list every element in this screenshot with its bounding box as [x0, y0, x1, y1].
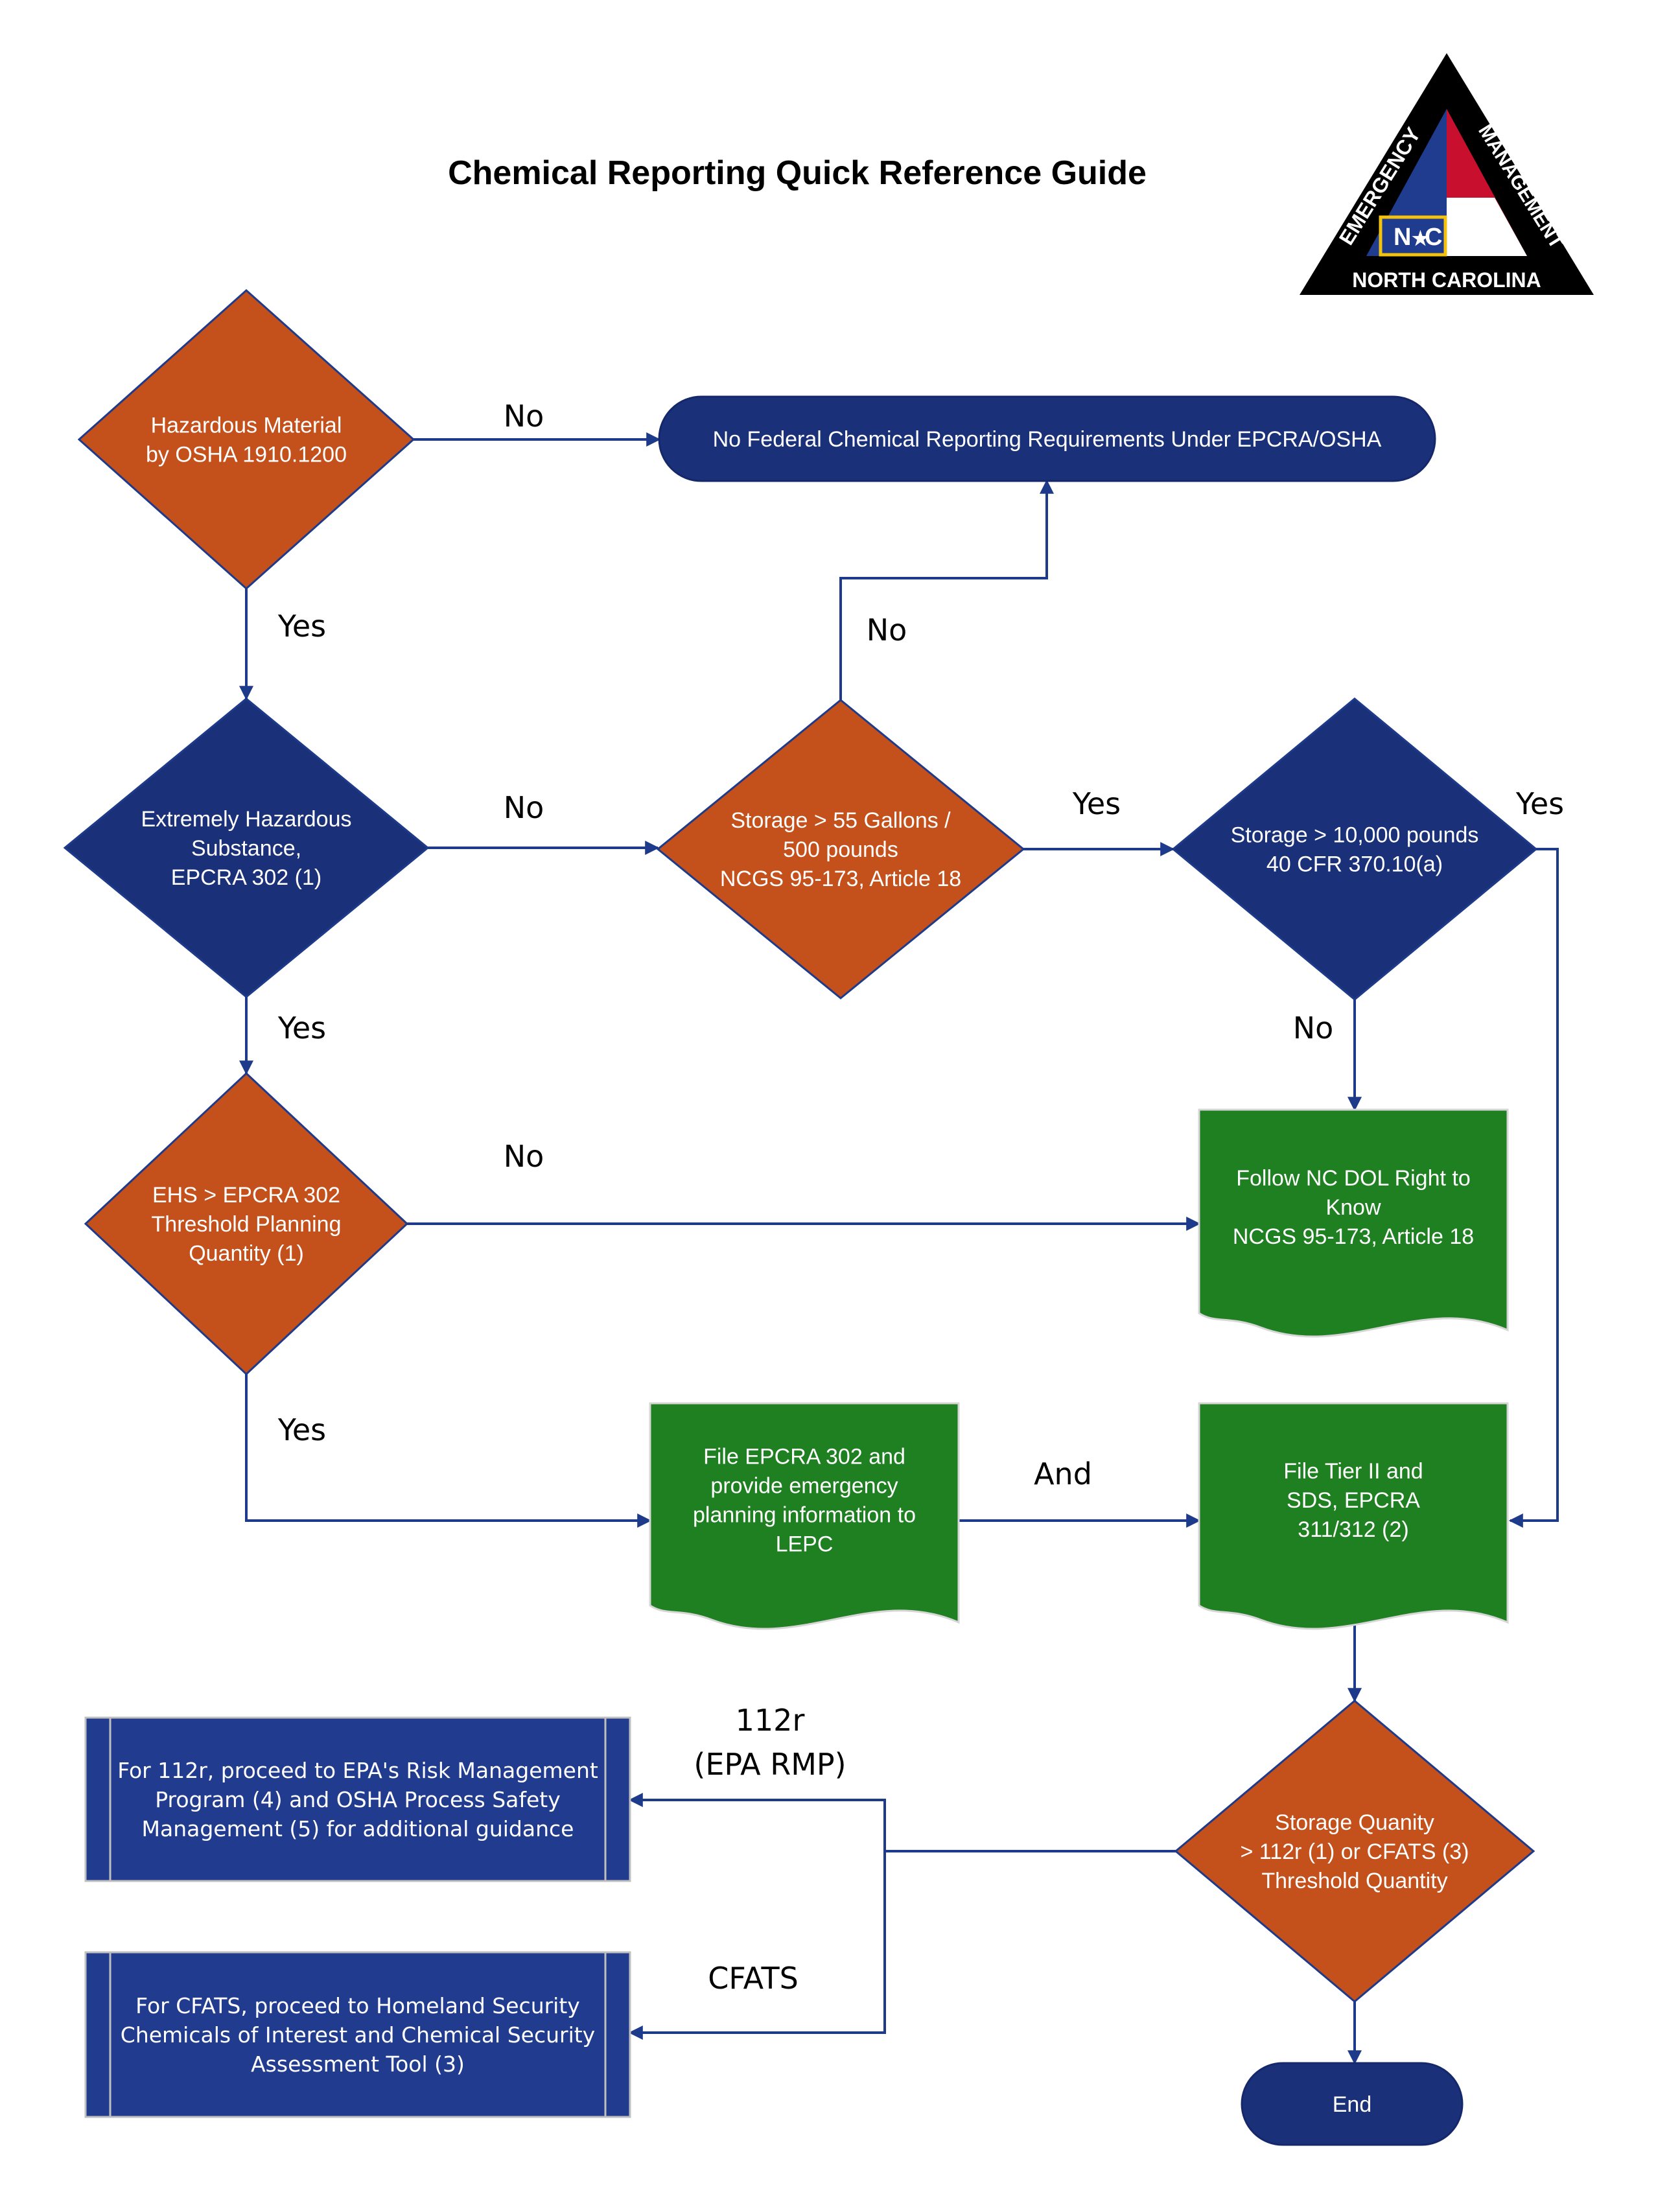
- edge-label-storage55-yes: Yes: [1072, 786, 1121, 821]
- storage55-text-line: 500 pounds: [783, 837, 898, 862]
- file302-text-line: LEPC: [776, 1532, 834, 1556]
- edge-label-hazmat-yes: Yes: [277, 609, 326, 644]
- no_federal-text-line: No Federal Chemical Reporting Requiremen…: [713, 427, 1382, 452]
- storage55-text-line: NCGS 95-173, Article 18: [720, 867, 961, 891]
- rmp_box-predefined-process: For 112r, proceed to EPA's Risk Manageme…: [84, 1716, 631, 1882]
- hazmat-text-line: Hazardous Material: [151, 414, 342, 438]
- rmp_box-shape: [84, 1716, 631, 1882]
- edge-label-ehs-yes: Yes: [277, 1010, 326, 1045]
- end-terminator: End: [1241, 2062, 1464, 2146]
- cfats_box-text-line: Chemicals of Interest and Chemical Secur…: [121, 2022, 595, 2048]
- storage_qty-shape: [1174, 1700, 1535, 2003]
- file302-shape: [649, 1402, 960, 1630]
- edge-label-cfats: CFATS: [708, 1961, 799, 1996]
- ehs-text-line: EPCRA 302 (1): [171, 865, 321, 890]
- ehs-shape: [63, 697, 430, 998]
- ehs_tpq-shape: [84, 1071, 409, 1376]
- flow-nodes: Hazardous Material by OSHA 1910.1200 No Fe…: [63, 288, 1538, 2146]
- no_federal-shape: [658, 395, 1436, 482]
- storage_qty-text-line: Threshold Quantity: [1261, 1869, 1447, 1893]
- edge-label-rmp-line2: (EPA RMP): [694, 1747, 846, 1782]
- file302-text-line: planning information to: [693, 1502, 916, 1527]
- file302-text-line: provide emergency: [710, 1473, 898, 1498]
- storage10k-decision: Storage > 10,000 pounds 40 CFR 370.10(a): [1171, 697, 1538, 1001]
- logo-c: C: [1425, 224, 1442, 251]
- cfats_box-text-line: For CFATS, proceed to Homeland Security: [135, 1993, 580, 2018]
- ehs-text-line: Extremely Hazardous: [141, 807, 351, 832]
- nc-emergency-management-logo: N ★ C EMERGENCY MANAGEMENT NORTH CAROLIN…: [1300, 53, 1594, 295]
- tier2-text-line: 311/312 (2): [1298, 1517, 1408, 1542]
- connector-storage-qty-to-rmp: [628, 1793, 1176, 1852]
- storage55-text-line: Storage > 55 Gallons /: [730, 808, 951, 833]
- storage_qty-decision: Storage Quanity > 112r (1) or CFATS (3) Th…: [1174, 1700, 1535, 2003]
- edge-label-ehs-tpq-no: No: [504, 1139, 544, 1174]
- ehs_tpq-text-line: Quantity (1): [189, 1241, 304, 1266]
- page-title: Chemical Reporting Quick Reference Guide: [448, 154, 1147, 192]
- nc_dol-text-line: Follow NC DOL Right to: [1236, 1166, 1471, 1191]
- hazmat-text-line: by OSHA 1910.1200: [146, 443, 347, 467]
- storage10k-shape: [1171, 697, 1538, 1001]
- file302-text-line: File EPCRA 302 and: [703, 1444, 905, 1469]
- tier2-shape: [1198, 1402, 1509, 1630]
- connector-ehs-tpq-to-file302: [245, 1374, 652, 1528]
- logo-n: N: [1394, 224, 1411, 251]
- edge-label-hazmat-no: No: [504, 399, 544, 434]
- edge-label-storage55-no: No: [867, 613, 907, 648]
- connector-storage10k-to-tier2: [1508, 848, 1559, 1528]
- tier2-text-line: SDS, EPCRA: [1287, 1488, 1420, 1513]
- edge-label-ehs-tpq-yes: Yes: [277, 1412, 326, 1447]
- hazmat-shape: [77, 288, 415, 590]
- end-text-line: End: [1333, 2092, 1372, 2117]
- ehs-text-line: Substance,: [191, 836, 301, 861]
- storage10k-text-line: Storage > 10,000 pounds: [1231, 823, 1479, 848]
- connector-storage55-to-no-federal: [839, 479, 1054, 700]
- edge-label-ehs-no: No: [504, 790, 544, 825]
- connectors: [239, 432, 1559, 2065]
- file302-document: File EPCRA 302 and provide emergency plann…: [649, 1402, 960, 1630]
- ehs_tpq-text-line: EHS > EPCRA 302: [152, 1183, 340, 1208]
- rmp_box-text-line: For 112r, proceed to EPA's Risk Manageme…: [117, 1758, 598, 1783]
- storage55-shape: [656, 699, 1025, 999]
- connector-storage-qty-to-cfats: [628, 1851, 886, 2040]
- end-shape: [1241, 2062, 1464, 2146]
- logo-bottom: NORTH CAROLINA: [1352, 268, 1541, 292]
- nc_dol-text-line: NCGS 95-173, Article 18: [1233, 1224, 1474, 1249]
- storage10k-text-line: 40 CFR 370.10(a): [1266, 852, 1443, 877]
- nc_dol-text-line: Know: [1325, 1195, 1381, 1220]
- nc_dol-shape: [1198, 1108, 1509, 1338]
- hazmat-decision: Hazardous Material by OSHA 1910.1200: [77, 288, 415, 590]
- edge-label-and: And: [1034, 1456, 1092, 1491]
- storage_qty-text-line: > 112r (1) or CFATS (3): [1241, 1840, 1469, 1864]
- edge-label-storage10k-yes: Yes: [1515, 786, 1564, 821]
- edge-label-storage10k-no: No: [1293, 1010, 1334, 1045]
- ehs_tpq-text-line: Threshold Planning: [152, 1212, 342, 1237]
- rmp_box-text-line: Management (5) for additional guidance: [142, 1816, 574, 1841]
- cfats_box-shape: [84, 1951, 631, 2118]
- rmp_box-text-line: Program (4) and OSHA Process Safety: [155, 1787, 561, 1812]
- tier2-text-line: File Tier II and: [1283, 1459, 1423, 1484]
- storage_qty-text-line: Storage Quanity: [1275, 1810, 1434, 1835]
- cfats_box-predefined-process: For CFATS, proceed to Homeland SecurityC…: [84, 1951, 631, 2118]
- edge-label-rmp-line1: 112r: [736, 1703, 805, 1738]
- logo-nc-badge: [1379, 215, 1447, 257]
- cfats_box-text-line: Assessment Tool (3): [251, 2051, 465, 2077]
- no_federal-terminator: No Federal Chemical Reporting Requiremen…: [658, 395, 1436, 482]
- logo-star: ★: [1412, 228, 1429, 250]
